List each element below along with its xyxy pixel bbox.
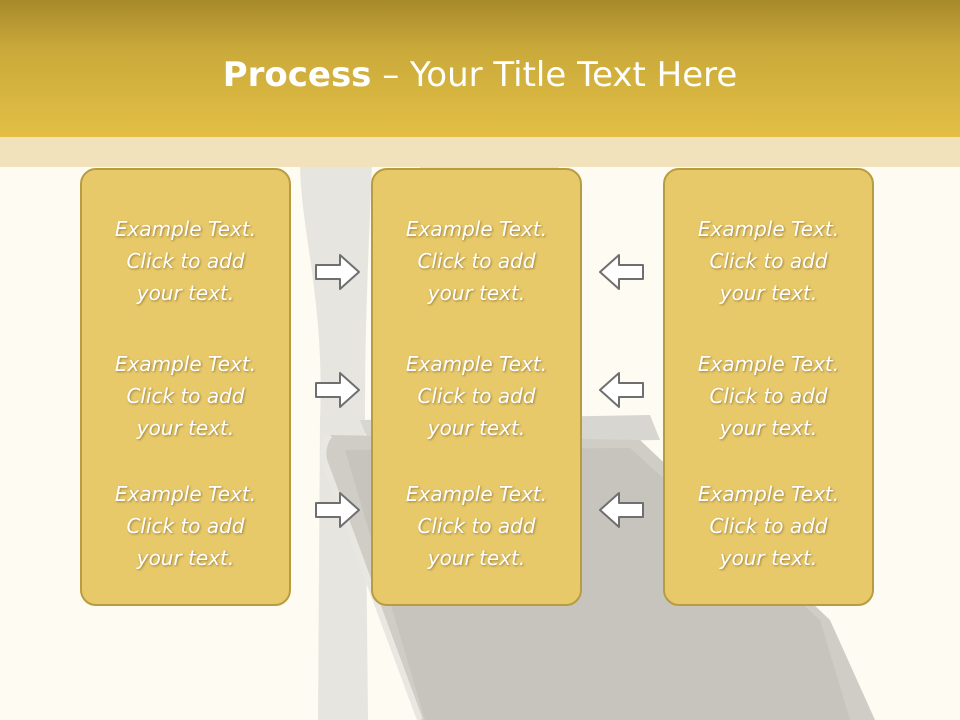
text-line: Click to add (126, 514, 245, 538)
title-underband (0, 137, 960, 167)
left-arrow-icon (599, 372, 644, 408)
right-arrow-icon (315, 254, 360, 290)
text-line: your text. (427, 281, 526, 305)
text-line: Example Text. (405, 482, 548, 506)
text-block[interactable]: Example Text. Click to add your text. (82, 213, 289, 309)
text-line: Example Text. (114, 217, 257, 241)
text-block[interactable]: Example Text. Click to add your text. (373, 478, 580, 574)
text-line: Example Text. (697, 217, 840, 241)
text-line: Click to add (709, 249, 828, 273)
right-arrow-icon (315, 372, 360, 408)
text-line: Click to add (709, 384, 828, 408)
slide-title[interactable]: Process – Your Title Text Here (0, 52, 960, 98)
text-line: Click to add (417, 384, 536, 408)
left-column-box[interactable]: Example Text. Click to add your text. Ex… (80, 168, 291, 606)
center-column-box[interactable]: Example Text. Click to add your text. Ex… (371, 168, 582, 606)
text-line: Example Text. (405, 217, 548, 241)
text-line: your text. (136, 416, 235, 440)
text-line: Example Text. (697, 482, 840, 506)
text-line: Example Text. (114, 482, 257, 506)
right-arrow-icon (315, 492, 360, 528)
text-block[interactable]: Example Text. Click to add your text. (665, 478, 872, 574)
text-line: Click to add (417, 514, 536, 538)
text-block[interactable]: Example Text. Click to add your text. (373, 348, 580, 444)
text-line: Click to add (709, 514, 828, 538)
text-block[interactable]: Example Text. Click to add your text. (82, 478, 289, 574)
text-block[interactable]: Example Text. Click to add your text. (82, 348, 289, 444)
left-arrow-icon (599, 492, 644, 528)
text-line: Example Text. (405, 352, 548, 376)
text-line: your text. (719, 546, 818, 570)
text-line: Example Text. (697, 352, 840, 376)
text-line: your text. (136, 546, 235, 570)
text-line: Example Text. (114, 352, 257, 376)
left-arrow-icon (599, 254, 644, 290)
text-block[interactable]: Example Text. Click to add your text. (665, 348, 872, 444)
title-bar (0, 0, 960, 137)
text-line: your text. (427, 416, 526, 440)
text-line: your text. (719, 416, 818, 440)
text-block[interactable]: Example Text. Click to add your text. (373, 213, 580, 309)
text-block[interactable]: Example Text. Click to add your text. (665, 213, 872, 309)
text-line: Click to add (126, 384, 245, 408)
text-line: Click to add (417, 249, 536, 273)
text-line: your text. (427, 546, 526, 570)
text-line: your text. (136, 281, 235, 305)
right-column-box[interactable]: Example Text. Click to add your text. Ex… (663, 168, 874, 606)
text-line: your text. (719, 281, 818, 305)
title-bold: Process (222, 55, 372, 95)
text-line: Click to add (126, 249, 245, 273)
title-rest: – Your Title Text Here (371, 55, 738, 95)
